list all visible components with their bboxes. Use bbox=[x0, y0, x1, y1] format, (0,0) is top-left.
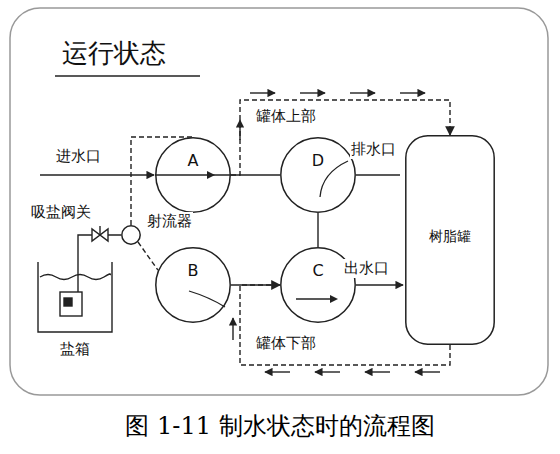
resin-tank: 树脂罐 bbox=[405, 135, 495, 345]
flow-connector bbox=[138, 242, 158, 270]
node-label: 盐箱 bbox=[38, 340, 112, 359]
figure-caption: 图 1-11 制水状态时的流程图 bbox=[0, 410, 560, 442]
valve-circle: A bbox=[155, 137, 231, 213]
node-label: 树脂罐 bbox=[405, 228, 495, 246]
node-label: 射流器 bbox=[146, 212, 193, 231]
flow-label: 排水口 bbox=[350, 140, 397, 159]
flow-label: 进水口 bbox=[55, 147, 102, 166]
diagram-title: 运行状态 bbox=[62, 36, 166, 71]
flow-connector bbox=[231, 284, 280, 285]
node-label: A bbox=[155, 151, 231, 170]
ejector-symbol: 射流器 bbox=[121, 225, 141, 245]
flow-label: 吸盐阀关 bbox=[30, 203, 92, 222]
node-label: B bbox=[155, 261, 231, 280]
node-label: D bbox=[280, 151, 356, 170]
node-outline bbox=[155, 137, 231, 213]
flow-label: 罐体下部 bbox=[255, 334, 317, 353]
flow-connector bbox=[78, 235, 121, 262]
node-outline bbox=[280, 137, 356, 213]
salt-box: 盐箱 bbox=[38, 262, 112, 332]
valve-circle: D bbox=[280, 137, 356, 213]
valve-circle: B bbox=[155, 247, 231, 323]
flow-label: 罐体上部 bbox=[255, 107, 317, 126]
flow-label: 出水口 bbox=[343, 259, 390, 278]
node-area bbox=[38, 262, 112, 332]
flow-connector bbox=[231, 174, 280, 175]
flow-connector bbox=[317, 213, 318, 247]
node-outline bbox=[121, 225, 141, 245]
node-outline bbox=[155, 247, 231, 323]
